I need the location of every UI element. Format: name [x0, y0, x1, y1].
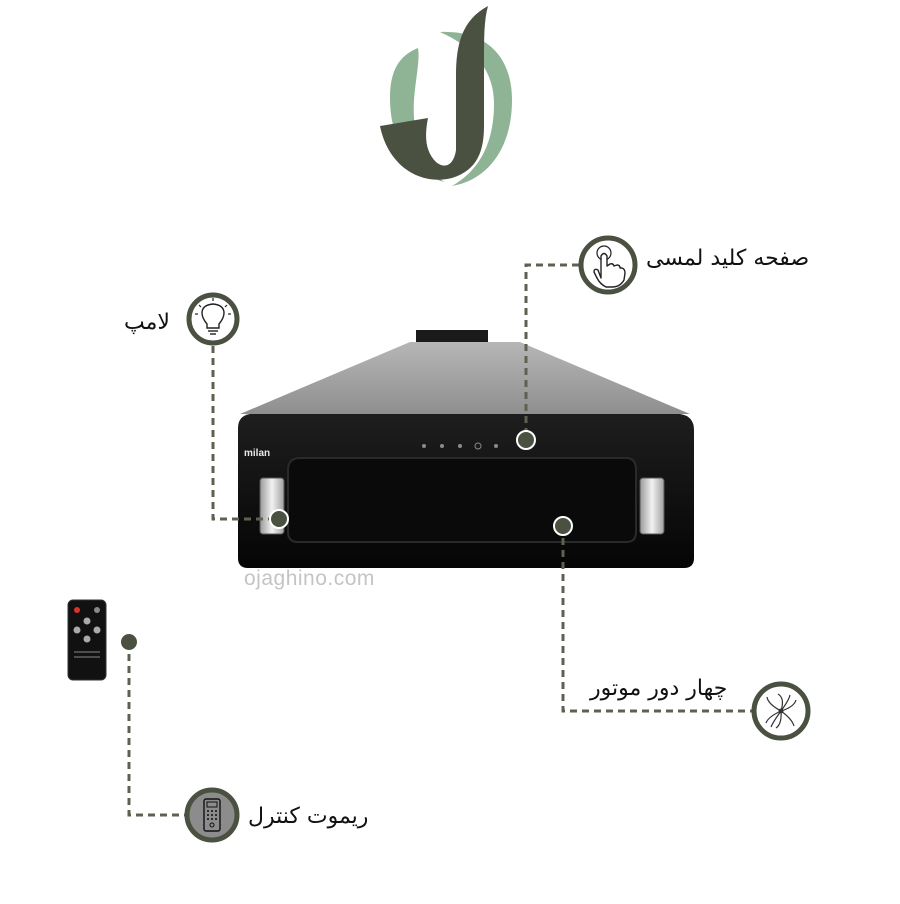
- touch-button[interactable]: [494, 444, 498, 448]
- anchor-dot-touch: [516, 430, 536, 450]
- range-hood: milan: [238, 330, 694, 568]
- watermark: ojaghino.com: [244, 567, 375, 590]
- brand-logo: [380, 6, 512, 186]
- touch-button[interactable]: [440, 444, 444, 448]
- connector-lamp: [211, 346, 279, 521]
- remote-image: [67, 599, 107, 681]
- hood-steel-top: [240, 342, 690, 414]
- anchor-dots: [119, 430, 573, 652]
- touch-button[interactable]: [458, 444, 462, 448]
- touch-button[interactable]: [474, 442, 482, 450]
- right-lamp: [639, 477, 665, 535]
- hood-chimney: [416, 330, 488, 344]
- remote-control-label: ریموت کنترل: [248, 804, 369, 829]
- connector-motor: [561, 526, 754, 713]
- filter-panel: [287, 457, 637, 543]
- anchor-dot-remote: [119, 632, 139, 652]
- lamp-label: لامپ: [124, 310, 170, 335]
- light-bulb-icon: [186, 292, 240, 346]
- hood-brand-text: milan: [244, 448, 270, 459]
- anchor-dot-lamp: [269, 509, 289, 529]
- motor-speeds-label: چهار دور موتور: [590, 676, 728, 701]
- fan-icon: [751, 681, 811, 741]
- touch-buttons: [422, 442, 498, 450]
- connector-lines: [127, 263, 754, 817]
- connector-remote: [127, 642, 186, 817]
- remote-control-icon: [184, 787, 240, 843]
- touch-panel-label: صفحه کلید لمسی: [646, 246, 810, 271]
- connector-touch: [524, 263, 579, 440]
- touch-hand-icon: [578, 235, 638, 295]
- anchor-dot-motor: [553, 516, 573, 536]
- touch-button[interactable]: [422, 444, 426, 448]
